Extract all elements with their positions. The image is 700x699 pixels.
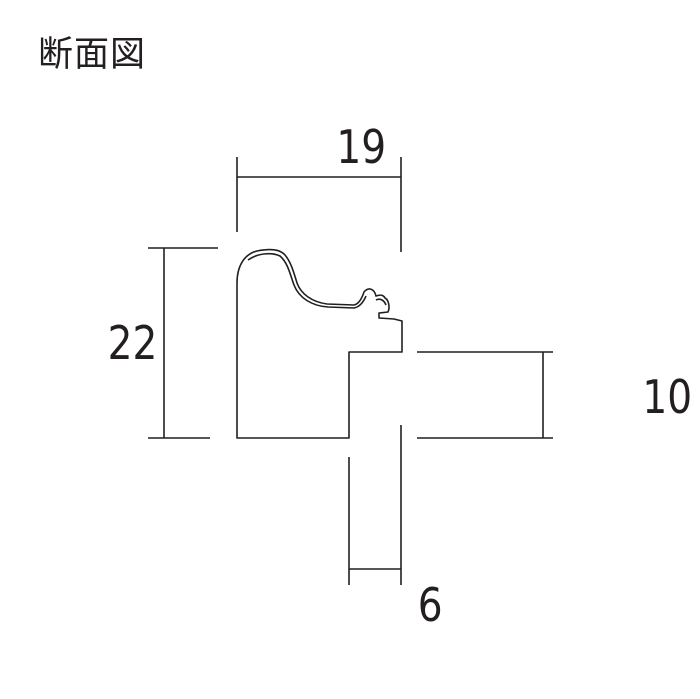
dim-label-height-left: 22 [108, 317, 158, 371]
frame-profile-outline [236, 248, 403, 439]
dim-label-width-bottom: 6 [418, 579, 443, 633]
page-title: 断面図 [38, 35, 147, 75]
dim-label-width-top: 19 [336, 121, 386, 175]
dim-label-height-right: 10 [642, 371, 692, 425]
frame-profile-inner-line [247, 252, 387, 309]
